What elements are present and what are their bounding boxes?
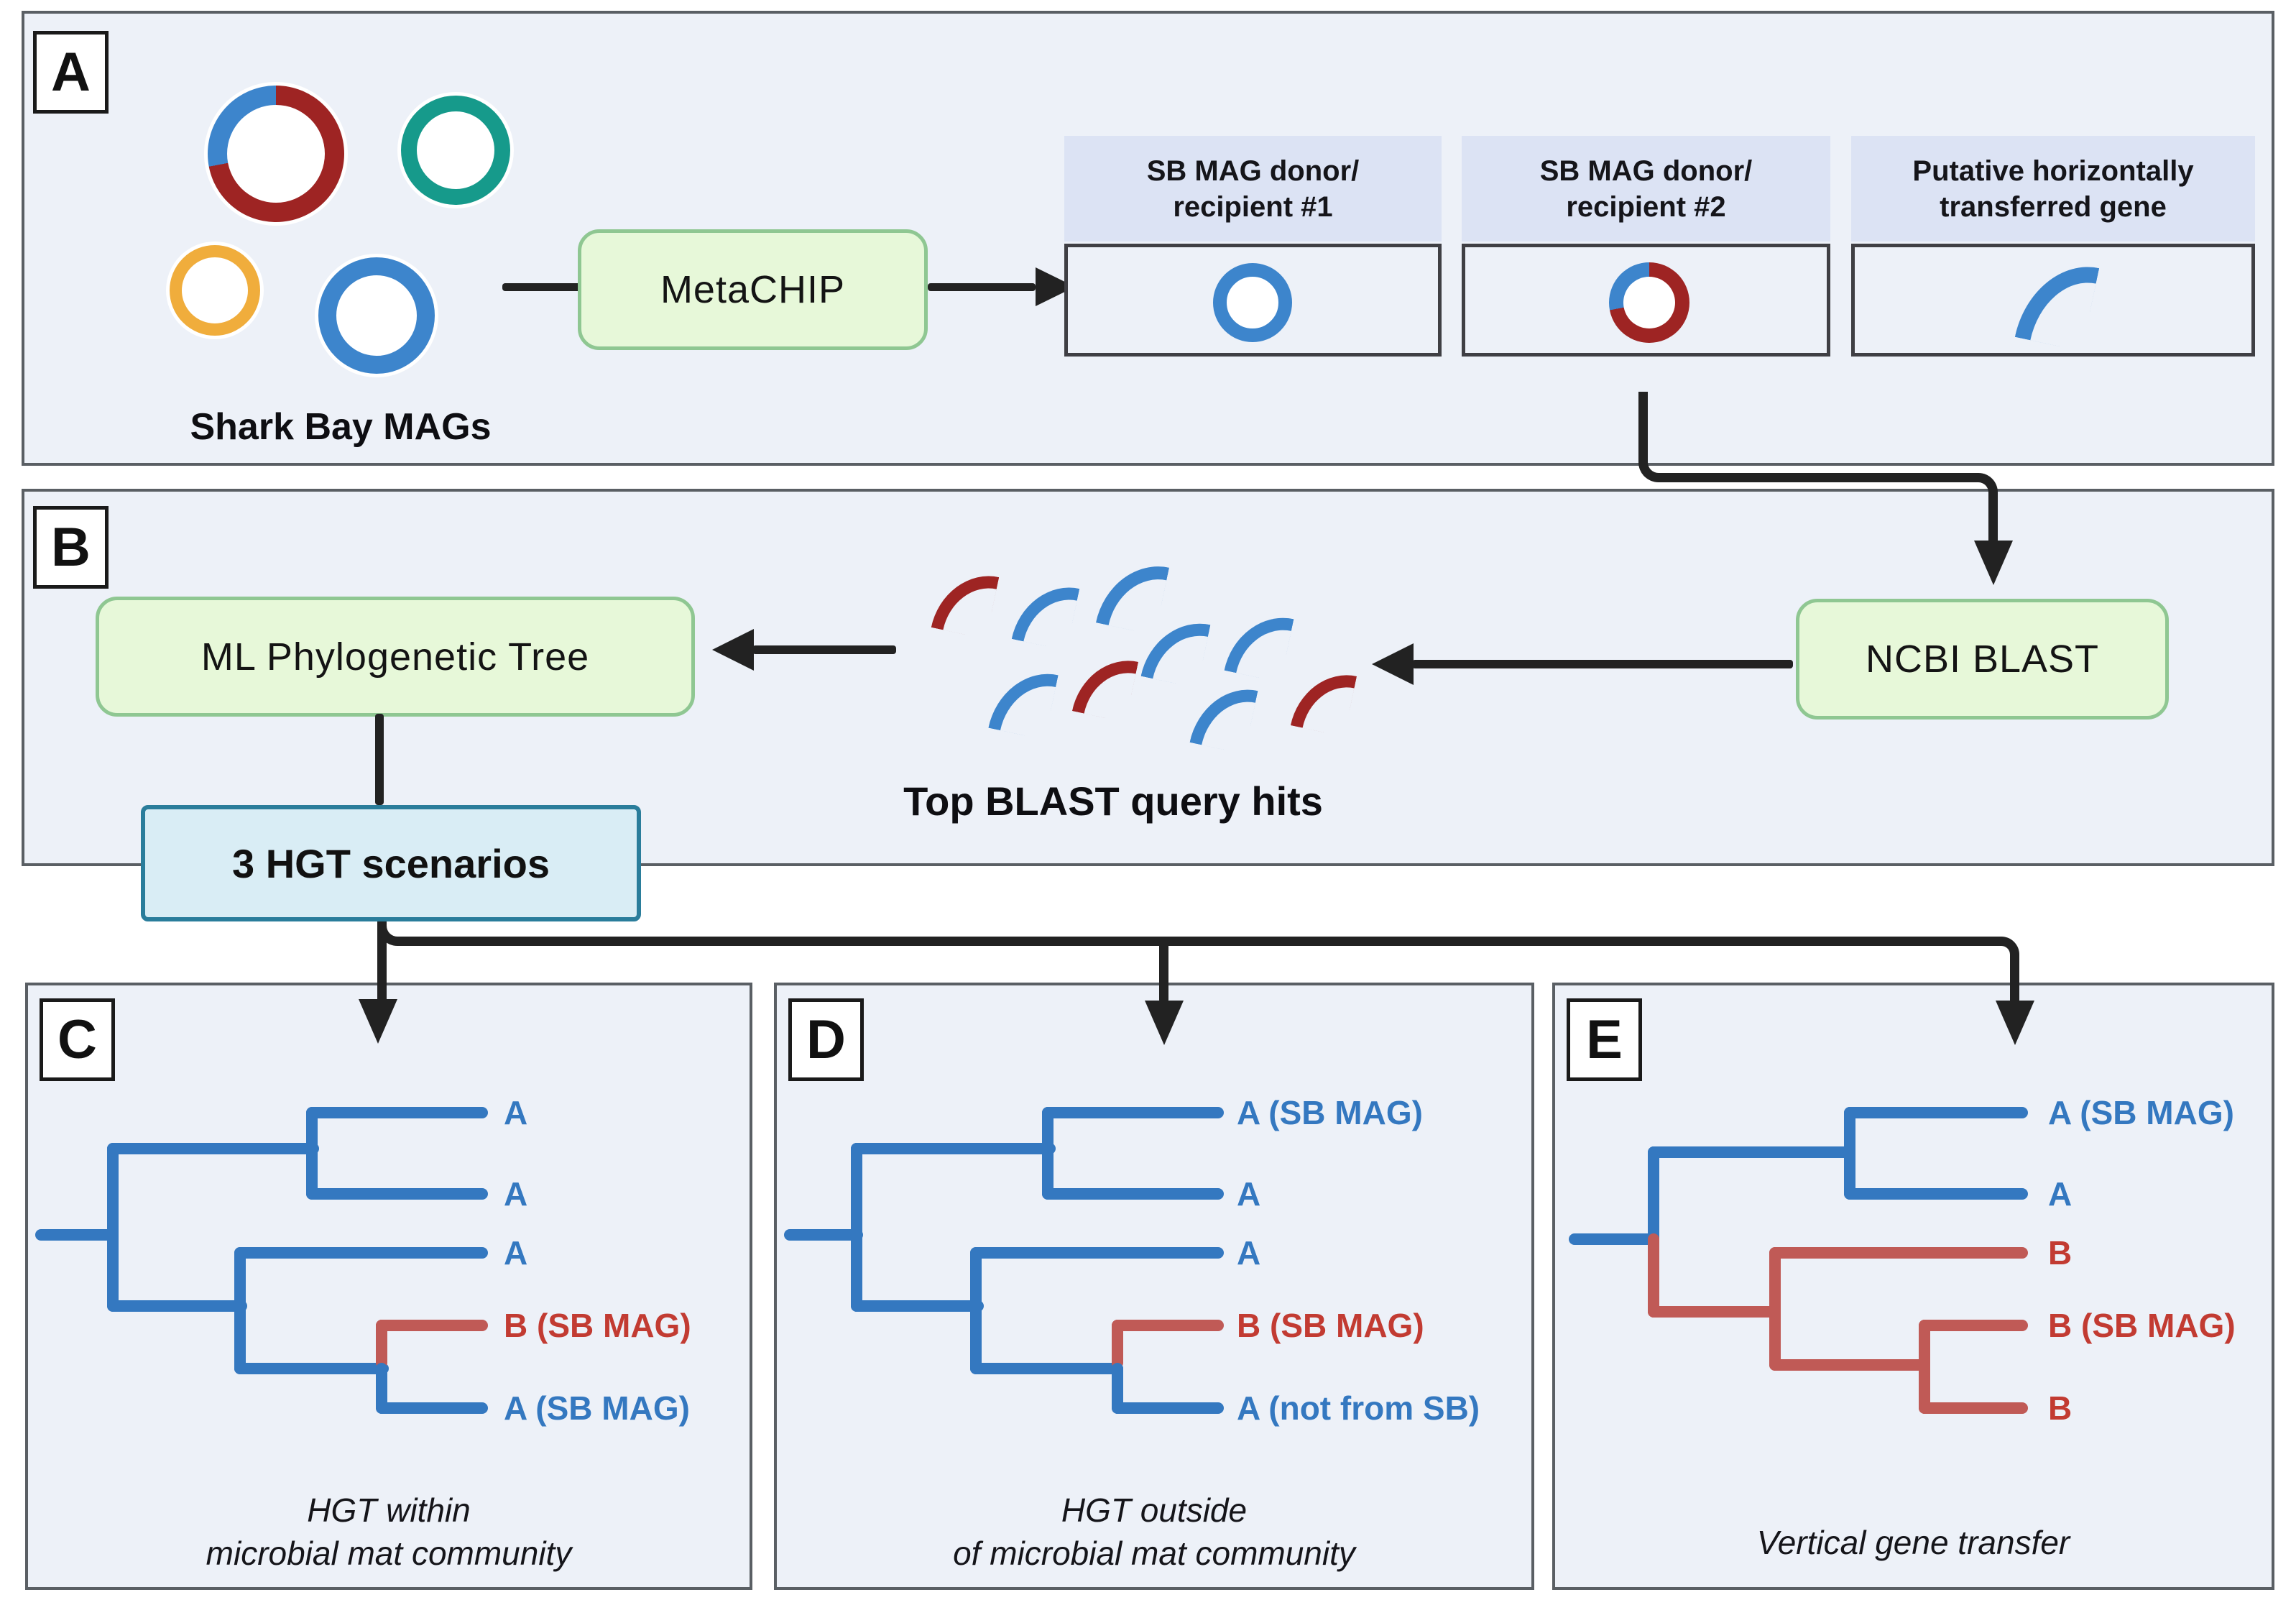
metachip-box: MetaCHIP bbox=[578, 229, 928, 350]
blast-hit-arc-icon bbox=[1189, 679, 1258, 755]
ml-phylogenetic-tree-box: ML Phylogenetic Tree bbox=[96, 597, 695, 717]
tree-tip-label: A (SB MAG) bbox=[504, 1389, 690, 1427]
blast-hit-arc-icon bbox=[1224, 607, 1294, 683]
blast-hit-arc-icon bbox=[1290, 665, 1357, 737]
tree-tip-label: B (SB MAG) bbox=[504, 1307, 691, 1344]
blast-hit-arc-icon bbox=[988, 663, 1059, 740]
connector-line bbox=[502, 283, 589, 291]
result-box3-header: Putative horizontally transferred gene bbox=[1851, 136, 2255, 242]
left-arrowhead-icon bbox=[712, 629, 754, 671]
connector-line bbox=[752, 645, 896, 654]
tree-tip-label: A bbox=[504, 1234, 528, 1272]
blast-hit-arc-icon bbox=[931, 565, 1000, 640]
panel-e: E A (SB MAG) A B B (SB MAG) B Vertical g… bbox=[1552, 983, 2274, 1590]
tree-tip-label: A (SB MAG) bbox=[2048, 1094, 2234, 1131]
panel-d-label: D bbox=[788, 998, 864, 1081]
blue-genome-ring-icon bbox=[318, 257, 435, 374]
tree-tip-label: B bbox=[2048, 1389, 2073, 1427]
split-genome-ring-icon bbox=[1609, 262, 1689, 343]
panel-b: B ML Phylogenetic Tree Top BLAST query h… bbox=[22, 489, 2274, 866]
split-genome-ring-icon bbox=[208, 86, 344, 222]
result-box2 bbox=[1462, 244, 1830, 357]
panel-e-caption: Vertical gene transfer bbox=[1756, 1524, 2070, 1561]
hits-caption: Top BLAST query hits bbox=[903, 778, 1323, 824]
tree-tip-label: A bbox=[504, 1094, 528, 1131]
result-box1-header: SB MAG donor/ recipient #1 bbox=[1064, 136, 1442, 242]
connector-line bbox=[928, 283, 1036, 291]
hgt-scenarios-box: 3 HGT scenarios bbox=[141, 805, 641, 921]
tree-tip-label: A bbox=[1237, 1234, 1261, 1272]
tree-tip-label: B (SB MAG) bbox=[1237, 1307, 1424, 1344]
tree-tip-label: A bbox=[504, 1175, 528, 1213]
panel-e-label: E bbox=[1567, 998, 1642, 1081]
result-box1 bbox=[1064, 244, 1442, 357]
connector-line bbox=[1412, 660, 1793, 668]
tree-tip-label: A bbox=[2048, 1175, 2073, 1213]
result-box2-header: SB MAG donor/ recipient #2 bbox=[1462, 136, 1830, 242]
elbow-connector bbox=[377, 921, 2001, 946]
blue-gene-arc-icon bbox=[2014, 254, 2100, 351]
tree-tip-label: B (SB MAG) bbox=[2048, 1307, 2236, 1344]
panel-c: C A A A B (SB MAG) A (SB MAG) HGT within… bbox=[25, 983, 752, 1590]
left-arrowhead-icon bbox=[1372, 643, 1414, 685]
panel-c-caption: HGT within microbial mat community bbox=[206, 1491, 572, 1572]
panel-d: D A (SB MAG) A A B (SB MAG) A (not from … bbox=[774, 983, 1534, 1590]
tree-tip-label: A bbox=[1237, 1175, 1261, 1213]
blast-hit-arc-icon bbox=[1095, 555, 1170, 635]
tree-tip-label: A (SB MAG) bbox=[1237, 1094, 1423, 1131]
tree-tip-label: B bbox=[2048, 1234, 2073, 1272]
result-box3 bbox=[1851, 244, 2255, 357]
mags-caption: Shark Bay MAGs bbox=[190, 406, 492, 448]
tree-tip-label: A (not from SB) bbox=[1237, 1389, 1480, 1427]
teal-genome-ring-icon bbox=[401, 96, 510, 205]
yellow-genome-ring-icon bbox=[170, 245, 260, 336]
panel-a: A Shark Bay MAGs MetaCHIP SB MAG donor/ … bbox=[22, 11, 2274, 466]
panel-d-caption: HGT outside of microbial mat community bbox=[953, 1491, 1355, 1572]
blue-genome-ring-icon bbox=[1213, 263, 1292, 342]
blast-hit-arc-icon bbox=[1071, 650, 1139, 722]
panel-a-label: A bbox=[33, 31, 109, 114]
ncbi-blast-box: NCBI BLAST bbox=[1796, 599, 2169, 719]
panel-b-label: B bbox=[33, 506, 109, 589]
panel-c-label: C bbox=[40, 998, 115, 1081]
blast-hit-arc-icon bbox=[1011, 576, 1080, 651]
